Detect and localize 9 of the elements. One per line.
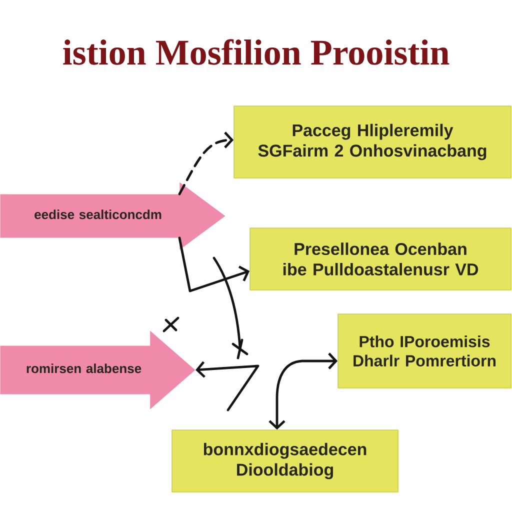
text-box: bonnxdiogsaedecen Diooldabiog xyxy=(172,430,398,492)
text-box: Ptho IPoroemisis Dharlr Pomrertiorn xyxy=(338,314,512,388)
text-box: Presellonea Ocenban ibe Pulldoastalenusr VD xyxy=(250,228,512,290)
title: istion Mosfilion Prooistin xyxy=(63,39,450,65)
arrow xyxy=(196,361,260,412)
text-box: Pacceg Hlipleremily SGFairm 2 Onhosvinacbang xyxy=(234,106,512,178)
arrow xyxy=(268,352,338,430)
arrow xyxy=(178,132,234,196)
arrow xyxy=(178,236,250,292)
